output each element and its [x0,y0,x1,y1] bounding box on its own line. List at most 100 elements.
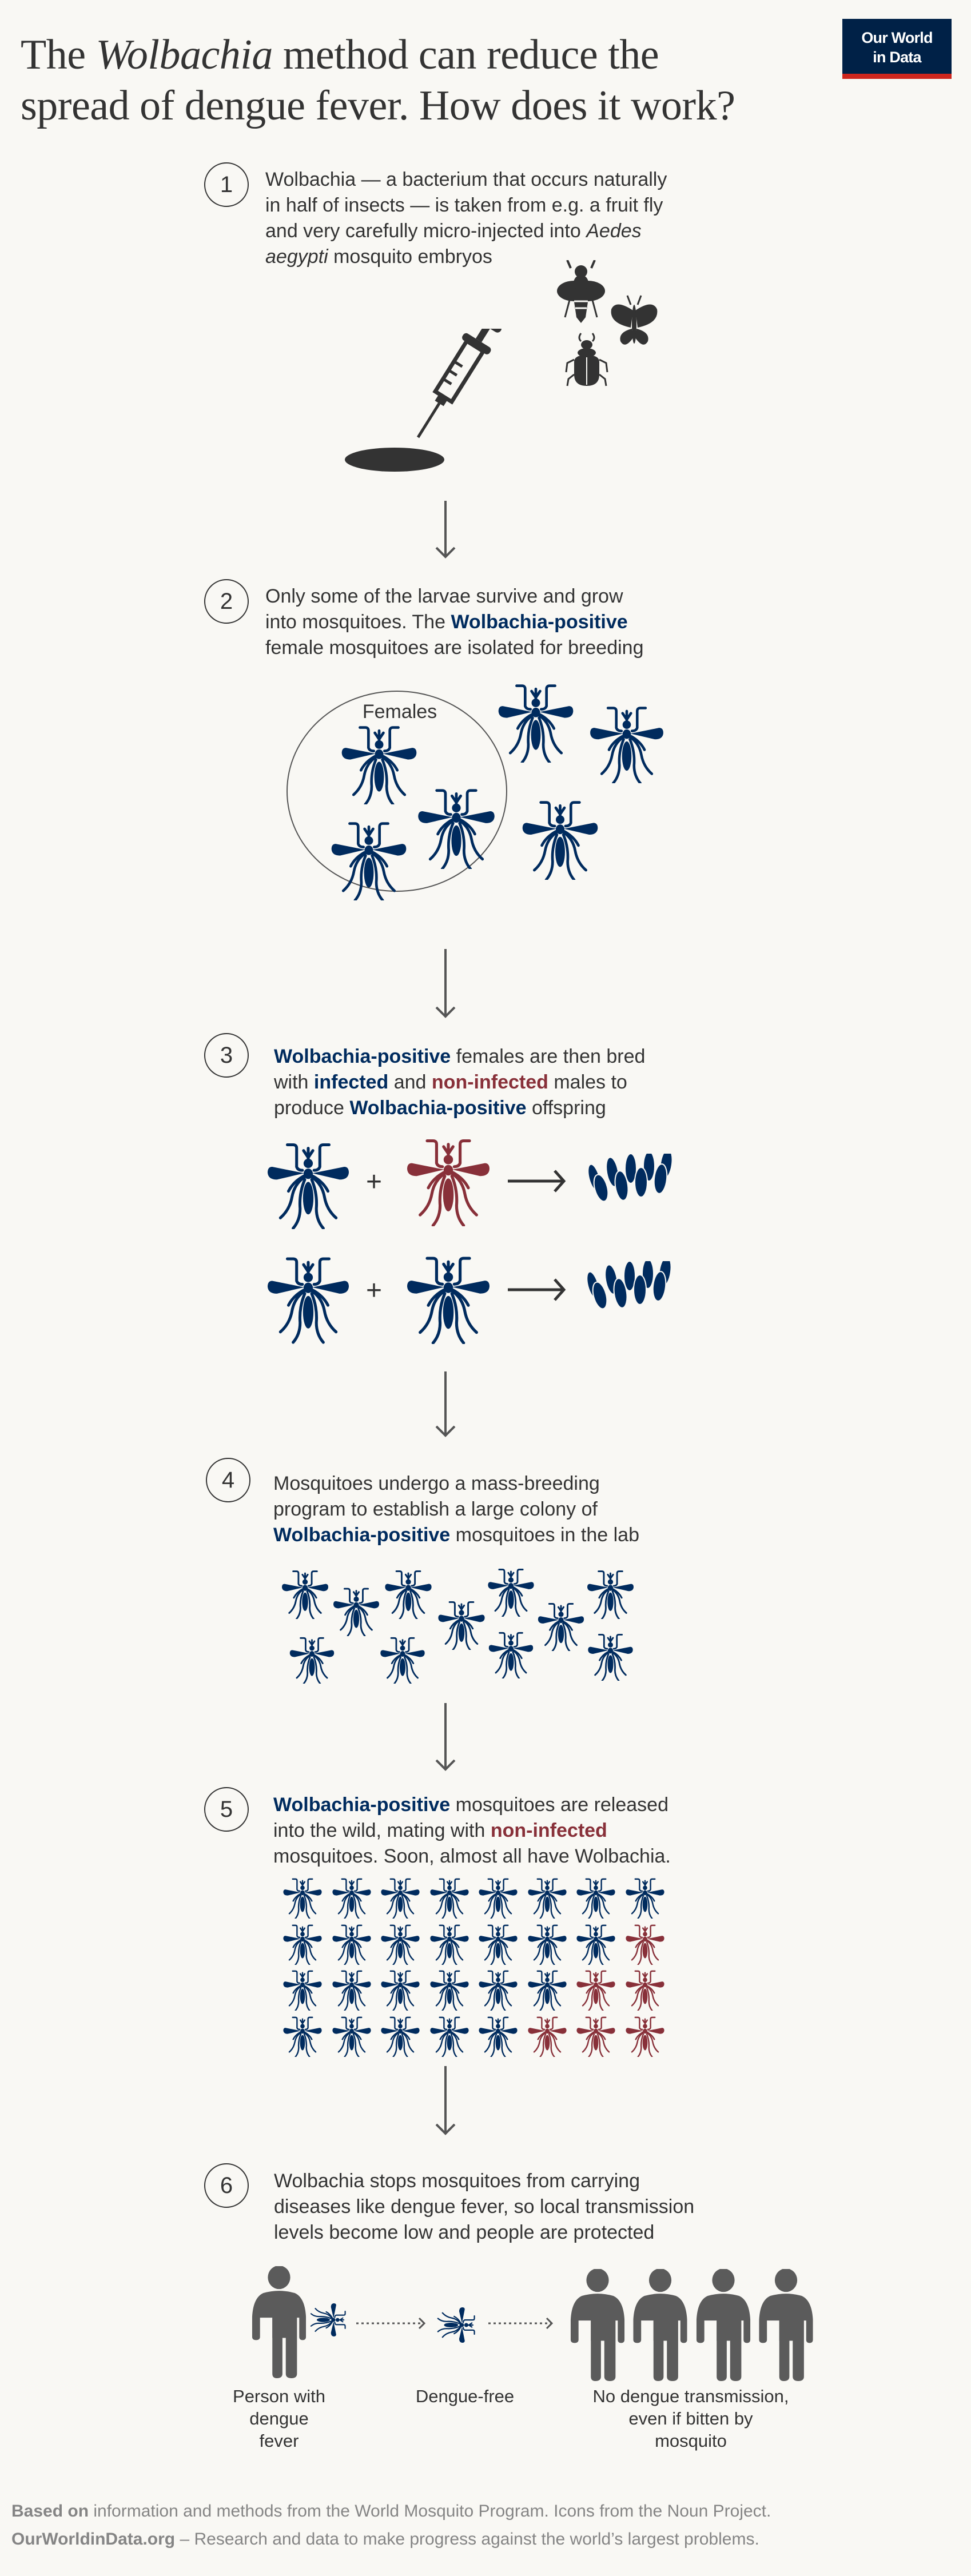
mosquito-icon [496,683,576,763]
arrow-right-icon [508,1170,566,1193]
step-number-2: 2 [204,579,249,624]
mosquito-positive-icon [281,1969,324,2011]
step-6-text: Wolbachia stops mosquitoes from carrying… [274,2170,695,2243]
person-with-dengue-icon [251,2266,307,2378]
mosquito-male-non-infected-icon [407,1137,490,1226]
mosquito-icon [340,724,419,804]
mosquito-positive-icon [331,1969,373,2011]
mosquito-positive-icon [526,1877,568,1919]
mosquito-positive-icon [281,1924,324,1965]
mosquito-dengue-free-icon [436,2307,478,2343]
mosquito-icon [333,1586,379,1636]
mosquito-positive-icon [575,1877,617,1919]
footer-owid: OurWorldinData.org – Research and data t… [11,2530,759,2549]
mosquito-positive-icon [281,2016,324,2057]
mosquito-non-infected-icon [624,1924,666,1965]
logo-red-bar [842,74,952,79]
mosquito-positive-icon [428,1877,471,1919]
plus-sign: + [366,1167,383,1197]
mosquito-positive-icon [379,1969,421,2011]
protected-person-icon [632,2269,689,2381]
bee-icon [557,260,605,323]
mosquito-icon [587,1633,634,1681]
arrow-down-icon [435,501,456,559]
label-person-with-dengue: Person with dengue fever [233,2386,325,2451]
mosquito-icon [538,1602,584,1651]
mosquito-positive-icon [379,1877,421,1919]
mosquito-icon [330,820,408,900]
step-2-text: Only some of the larvae survive and grow… [265,585,644,659]
mosquito-icon [307,2303,351,2336]
step-number-3: 3 [204,1033,249,1078]
mosquito-positive-icon [477,1924,519,1965]
protected-person-icon [757,2269,815,2381]
mosquito-icon [438,1600,485,1650]
mosquito-non-infected-icon [575,2016,617,2057]
step-5-text: Wolbachia-positive mosquitoes are releas… [273,1794,671,1867]
mosquito-non-infected-icon [624,1969,666,2011]
butterfly-icon [611,295,658,345]
protected-person-icon [569,2269,626,2381]
mosquito-icon [488,1631,534,1678]
eggs-icon [587,1261,672,1309]
mosquito-positive-icon [526,1924,568,1965]
step-number-4: 4 [206,1458,250,1502]
owid-logo[interactable]: Our World in Data [842,19,952,79]
mosquito-icon [289,1636,335,1684]
label-no-transmission: No dengue transmission, even if bitten b… [592,2386,789,2451]
owid-link[interactable]: OurWorldinData.org [11,2530,176,2549]
step-number-5: 5 [204,1787,249,1832]
mosquito-icon [520,799,600,880]
label-dengue-free: Dengue-free [415,2386,515,2406]
mosquito-positive-icon [428,1924,471,1965]
dotted-arrow-icon [488,2317,554,2330]
insects-illustration [557,260,658,386]
page-title: The Wolbachia method can reduce the spre… [21,31,735,129]
mosquito-positive-icon [379,2016,421,2057]
plus-sign: + [366,1275,383,1306]
mosquito-icon [379,1636,426,1684]
footer-sources: Based on information and methods from th… [11,2502,771,2521]
mosquito-positive-icon [331,2016,373,2057]
mosquito-positive-icon [331,1877,373,1919]
mosquito-male-infected-icon [407,1254,490,1344]
step-3-text: Wolbachia-positive females are then bred… [274,1046,646,1119]
mosquito-icon [416,787,497,869]
step-number-1: 1 [204,162,249,207]
mosquito-positive-icon [428,1969,471,2011]
mosquito-positive-icon [477,1969,519,2011]
embryo-dish-icon [345,448,444,472]
mosquito-icon [282,1569,328,1619]
mosquito-positive-icon [575,1924,617,1965]
mosquito-non-infected-icon [575,1969,617,2011]
protected-person-icon [695,2269,751,2381]
mosquito-positive-icon [624,1877,666,1919]
mosquito-positive-icon [379,1924,421,1965]
mosquito-icon [488,1568,534,1617]
mosquito-icon [587,1569,634,1619]
mosquito-positive-icon [477,1877,519,1919]
beetle-icon [565,333,608,386]
mosquito-positive-icon [526,1969,568,2011]
step-4-text: Mosquitoes undergo a mass-breeding progr… [273,1473,639,1546]
females-circle [286,691,507,892]
arrow-right-icon [508,1278,566,1301]
mosquito-non-infected-icon [624,2016,666,2057]
mosquito-icon [385,1569,432,1619]
arrow-down-icon [435,1703,456,1771]
arrow-down-icon [435,949,456,1018]
dotted-arrow-icon [356,2317,426,2330]
eggs-icon [588,1154,673,1202]
mosquito-positive-icon [331,1924,373,1965]
syringe-icon [416,329,502,438]
step-number-6: 6 [204,2163,249,2208]
step-1-text: Wolbachia — a bacterium that occurs natu… [265,169,667,268]
mosquito-female-positive-icon [268,1254,349,1344]
arrow-down-icon [435,1371,456,1437]
mosquito-female-positive-icon [268,1141,349,1229]
mosquito-non-infected-icon [526,2016,568,2057]
females-label: Females [362,701,437,723]
mosquito-positive-icon [428,2016,471,2057]
mosquito-positive-icon [477,2016,519,2057]
